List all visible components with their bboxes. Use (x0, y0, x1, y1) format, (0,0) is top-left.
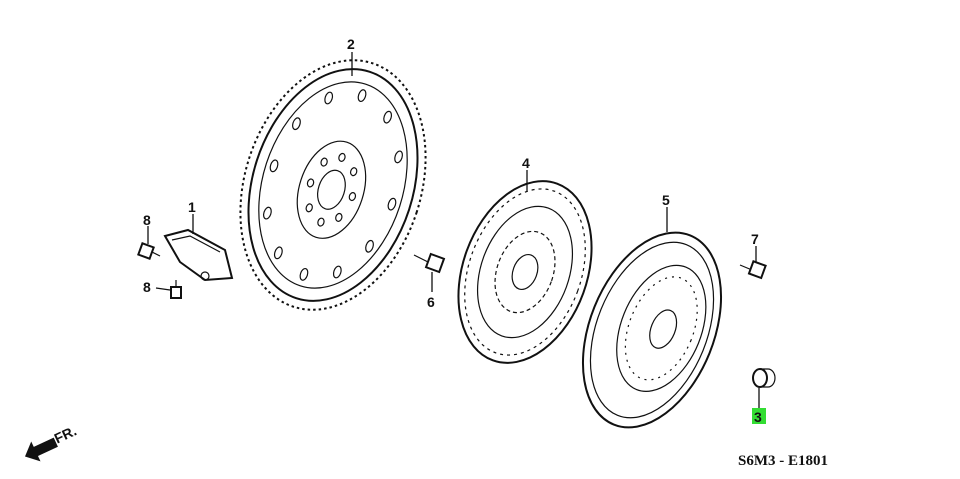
flywheel-hole (383, 110, 393, 124)
flywheel-bolt-hole (338, 152, 346, 162)
flywheel-bolt-hole (317, 217, 325, 227)
flywheel-bolt-hole (320, 157, 328, 167)
callout-line-8b (155, 287, 171, 291)
flywheel-bolt-hole (335, 212, 343, 222)
clutch-disc[interactable] (435, 162, 616, 381)
bracket-bolt-lower[interactable] (170, 280, 182, 299)
flywheel-hole (394, 150, 403, 164)
pressure-plate[interactable] (556, 212, 747, 448)
callout-4: 4 (522, 155, 530, 171)
flywheel-bolt-hole (306, 178, 315, 188)
flywheel-hole (273, 246, 283, 260)
flywheel-hole (387, 197, 397, 211)
flywheel-hole (299, 267, 309, 281)
callout-7: 7 (751, 231, 759, 247)
front-direction-arrow-icon (25, 437, 58, 462)
pressure-plate-bolt[interactable] (739, 260, 767, 280)
flywheel-hole (269, 159, 279, 173)
flywheel-holes (263, 89, 403, 281)
callout-8-upper: 8 (143, 212, 151, 228)
callout-2: 2 (347, 36, 355, 52)
front-label: FR. (52, 422, 79, 446)
flywheel-hole (324, 91, 334, 105)
release-bearing-bushing[interactable] (752, 368, 776, 388)
callout-5: 5 (662, 192, 670, 208)
flywheel-hole (292, 117, 301, 131)
flywheel-hole (357, 89, 367, 103)
flywheel-hole (365, 239, 374, 253)
flywheel-bolt[interactable] (413, 252, 446, 274)
flywheel-hole (263, 206, 272, 220)
flywheel-bolt-hole (348, 192, 357, 202)
flywheel-bolt-hole (349, 167, 358, 177)
drawing-code: S6M3 - E1801 (738, 453, 828, 469)
callout-6: 6 (427, 294, 435, 310)
callout-3-highlight (752, 408, 766, 424)
flywheel-bolt-hole (305, 203, 313, 213)
callout-1: 1 (188, 199, 196, 215)
callout-3: 3 (754, 409, 762, 425)
flywheel-hole (332, 265, 342, 279)
flywheel[interactable] (210, 36, 456, 334)
callout-8-lower: 8 (143, 279, 151, 295)
flywheel-bracket[interactable] (163, 228, 234, 282)
bracket-bolt-upper[interactable] (137, 242, 161, 260)
